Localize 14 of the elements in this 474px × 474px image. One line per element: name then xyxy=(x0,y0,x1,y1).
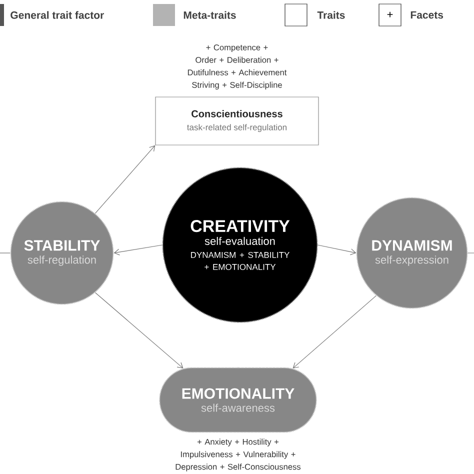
legend-label: General trait factor xyxy=(10,11,104,19)
meta-trait-pill: EMOTIONALITY self-awareness xyxy=(159,367,317,433)
arrow xyxy=(317,244,356,256)
arrow xyxy=(94,292,184,368)
legend-label: Meta-traits xyxy=(184,11,236,19)
arrow xyxy=(292,295,376,368)
trait-box: Conscientiousness task-related self-regulation xyxy=(155,96,319,146)
facet-list: + Anxiety + Hostility + Impulsiveness + Vulnerability + Depression + Self-Consciousness xyxy=(176,438,301,472)
plus-sign: + xyxy=(387,12,393,18)
arrow xyxy=(94,145,156,214)
arrow xyxy=(114,244,163,256)
facet-list: + Competence + Order + Deliberation + Dutifulness + Achievement Striving + Self-Discipline xyxy=(188,44,287,90)
legend-label: Facets xyxy=(410,11,444,19)
legend-label: Traits xyxy=(317,11,345,19)
